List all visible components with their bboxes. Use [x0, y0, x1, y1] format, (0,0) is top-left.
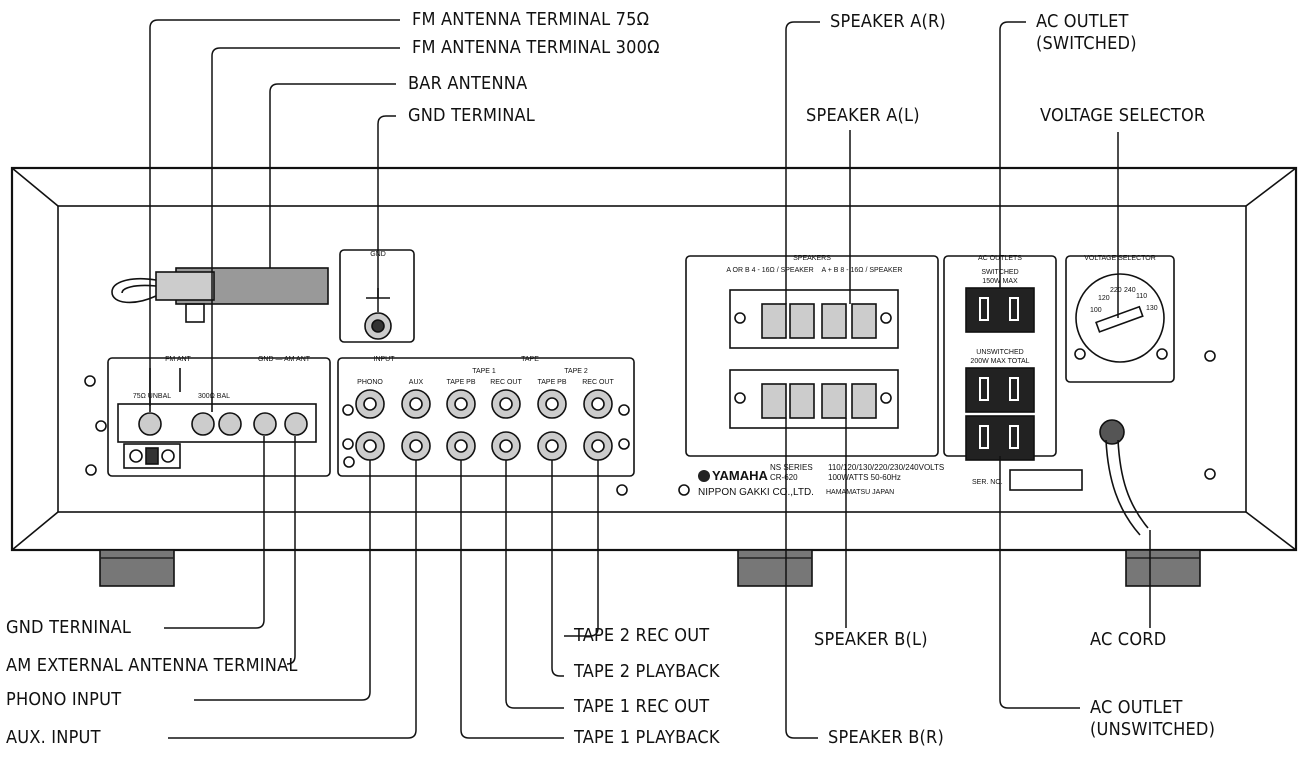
label-gnd-terminal-top: GND TERMINAL: [408, 105, 535, 126]
label-am-external: AM EXTERNAL ANTENNA TERMINAL: [6, 655, 298, 676]
voltage-240: 240: [1124, 287, 1136, 294]
voltage-selector-box: [1065, 255, 1216, 480]
label-tape2-playback: TAPE 2 PLAYBACK: [574, 661, 720, 682]
label-speaker-a-r: SPEAKER A(R): [830, 11, 946, 32]
jack-label-tape1-rec: REC OUT: [490, 379, 522, 386]
voltage-110: 110: [1136, 293, 1147, 300]
panel-tape: TAPE: [521, 356, 539, 363]
panel-unswitched-max: 200W MAX TOTAL: [970, 358, 1029, 365]
label-ac-outlet-switched-1: AC OUTLET: [1036, 11, 1129, 32]
voltage-130: 130: [1146, 305, 1158, 312]
label-aux-input: AUX. INPUT: [6, 727, 101, 748]
label-tape2-rec-out: TAPE 2 REC OUT: [574, 625, 710, 646]
gnd-terminal-box: [339, 249, 415, 343]
panel-ser-no: SER. NO.: [972, 479, 1003, 486]
antenna-terminal-box: [84, 357, 331, 477]
label-fm-75: FM ANTENNA TERMINAL 75Ω: [412, 9, 650, 30]
panel-maker: NIPPON GAKKI CO.,LTD.: [698, 487, 814, 498]
panel-unswitched: UNSWITCHED: [976, 349, 1023, 356]
panel-watts: 100WATTS 50-60Hz: [828, 473, 901, 482]
panel-switched-max: 150W MAX: [982, 278, 1018, 285]
panel-ac-outlets: AC OUTLETS: [978, 255, 1022, 262]
panel-brand: YAMAHA: [712, 468, 768, 483]
panel-spk-a-or-b: A OR B 4 - 16Ω / SPEAKER: [726, 267, 813, 274]
voltage-220: 220: [1110, 287, 1122, 294]
panel-switched: SWITCHED: [981, 269, 1018, 276]
panel-75-unbal: 75Ω UNBAL: [133, 393, 171, 400]
label-phono-input: PHONO INPUT: [6, 689, 122, 710]
label-ac-cord: AC CORD: [1090, 629, 1167, 650]
voltage-100: 100: [1090, 307, 1102, 314]
cabinet-frame: [10, 166, 1298, 552]
input-tape-box: [337, 357, 635, 496]
panel-speakers: SPEAKERS: [793, 255, 831, 262]
jack-label-tape2-pb: TAPE PB: [537, 379, 566, 386]
panel-300-bal: 300Ω BAL: [198, 393, 230, 400]
bar-antenna: [111, 267, 329, 323]
rear-panel: [57, 205, 1247, 513]
label-bar-antenna: BAR ANTENNA: [408, 73, 528, 94]
foot-right: [1125, 549, 1201, 587]
label-speaker-b-l: SPEAKER B(L): [814, 629, 928, 650]
panel-gnd-am-ant: GND — AM ANT: [258, 356, 311, 363]
label-fm-300: FM ANTENNA TERMINAL 300Ω: [412, 37, 660, 58]
label-tape1-playback: TAPE 1 PLAYBACK: [574, 727, 720, 748]
label-gnd-terninal: GND TERNINAL: [6, 617, 132, 638]
label-voltage-selector: VOLTAGE SELECTOR: [1040, 105, 1206, 126]
foot-left: [99, 549, 175, 587]
voltage-120: 120: [1098, 295, 1110, 302]
panel-ns-series: NS SERIES: [770, 463, 813, 472]
panel-city: HAMAMATSU JAPAN: [826, 489, 894, 496]
panel-voltage-selector: VOLTAGE SELECTOR: [1084, 255, 1156, 262]
label-ac-outlet-unswitched-1: AC OUTLET: [1090, 697, 1183, 718]
panel-spk-a-plus-b: A + B 8 - 16Ω / SPEAKER: [822, 267, 903, 274]
label-ac-outlet-switched-2: (SWITCHED): [1036, 33, 1137, 54]
panel-fm-ant: FM ANT: [165, 356, 191, 363]
panel-gnd: GND: [370, 251, 386, 258]
jack-label-aux: AUX: [409, 379, 424, 386]
ac-cord: [1099, 419, 1149, 536]
yamaha-logo: [698, 470, 710, 482]
jack-label-phono: PHONO: [357, 379, 383, 386]
jack-label-tape1-pb: TAPE PB: [446, 379, 475, 386]
label-ac-outlet-unswitched-2: (UNSWITCHED): [1090, 719, 1216, 740]
label-speaker-b-r: SPEAKER B(R): [828, 727, 944, 748]
label-tape1-rec-out: TAPE 1 REC OUT: [574, 696, 710, 717]
serial-box: [1009, 469, 1083, 491]
jack-label-tape2-rec: REC OUT: [582, 379, 614, 386]
panel-input: INPUT: [374, 356, 396, 363]
foot-center: [737, 549, 813, 587]
panel-tape1: TAPE 1: [472, 368, 496, 375]
ac-outlets-box: [943, 255, 1057, 461]
label-speaker-a-l: SPEAKER A(L): [806, 105, 920, 126]
panel-tape2: TAPE 2: [564, 368, 588, 375]
panel-model: CR-620: [770, 473, 798, 482]
speakers-box: [678, 255, 939, 496]
panel-volts: 110/120/130/220/230/240VOLTS: [828, 463, 944, 472]
